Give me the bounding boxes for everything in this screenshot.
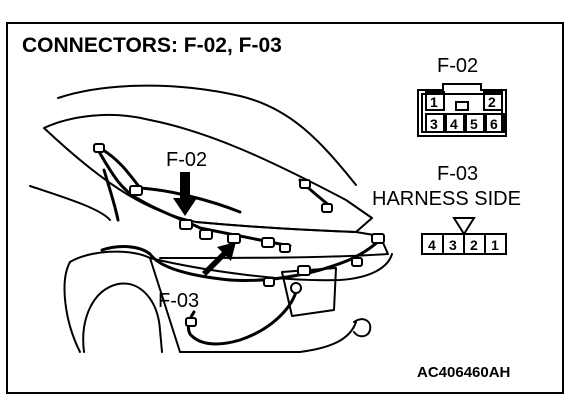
figure-code: AC406460AH (417, 364, 511, 381)
harness-connector (263, 277, 275, 287)
f02-pin: 2 (488, 94, 496, 110)
callout-label-f02: F-02 (166, 149, 207, 171)
f03-pin: 2 (470, 237, 478, 253)
harness-connector (261, 237, 275, 248)
f03-pin: 4 (428, 237, 436, 253)
harness-connector (321, 203, 333, 213)
f02-pin: 6 (490, 116, 498, 132)
harness-bumper (228, 238, 382, 282)
harness-connector (185, 317, 197, 327)
f03-pin: 3 (449, 237, 457, 253)
wiring-harness (96, 146, 382, 346)
connector-f03: F-03 HARNESS SIDE 4 3 2 1 (372, 163, 521, 255)
connector-f02: F-02 1 2 3 4 5 6 (417, 55, 507, 137)
f02-pin: 3 (430, 116, 438, 132)
harness-connector (351, 257, 363, 267)
harness-connector (93, 143, 105, 153)
f03-pin: 1 (491, 237, 499, 253)
rear-bumper (149, 253, 393, 282)
exhaust-pipe (353, 318, 372, 338)
wheel (82, 282, 163, 353)
connector-f02-housing (417, 83, 507, 137)
diagram-title: CONNECTORS: F-02, F-03 (22, 34, 282, 57)
harness-connector (199, 229, 213, 240)
f02-pin: 5 (470, 116, 478, 132)
hatch-lid (159, 221, 389, 259)
harness-connector (227, 233, 241, 244)
connector-f03-label: F-03 (437, 163, 478, 185)
harness-top-branch (98, 146, 242, 214)
wheel-arch (63, 261, 81, 353)
f02-arrow (173, 172, 197, 216)
connector-f03-latch (452, 217, 476, 236)
harness-connector (297, 265, 311, 276)
harness-grommet (290, 282, 302, 294)
harness-left-drop (102, 168, 120, 222)
harness-lower-loop (186, 290, 298, 346)
f03-arrow (202, 242, 236, 276)
body-side (29, 185, 111, 221)
bumper-lower (179, 321, 357, 353)
car-illustration (29, 84, 393, 353)
harness-connector (179, 219, 193, 230)
harness-connectors (93, 143, 385, 327)
harness-connector (129, 185, 143, 196)
f02-pin: 1 (430, 94, 438, 110)
f02-pin: 4 (450, 116, 458, 132)
harness-connector (279, 243, 291, 253)
car-roof-line (57, 84, 357, 186)
harness-connector (299, 179, 311, 189)
rear-glass (43, 113, 373, 233)
harness-upper (96, 148, 292, 248)
harness-left-lead (100, 245, 232, 282)
harness-connector (371, 233, 385, 244)
callout-label-f03: F-03 (158, 290, 199, 312)
connector-f03-side-label: HARNESS SIDE (372, 188, 521, 210)
connector-f02-label: F-02 (437, 55, 478, 77)
callout-arrows (173, 172, 236, 276)
